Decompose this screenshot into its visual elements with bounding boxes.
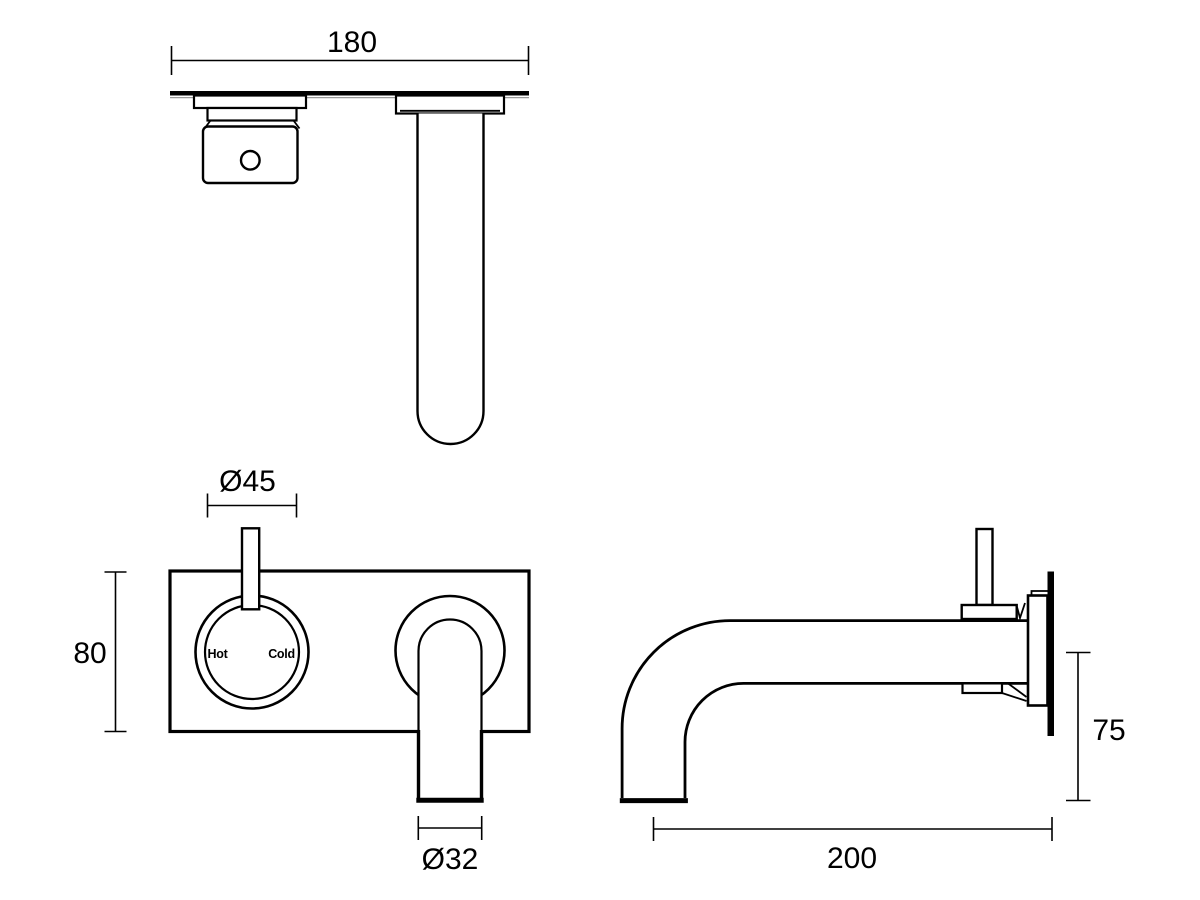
wall-flange-side: [1026, 594, 1049, 707]
dim-plate-width-label: 180: [327, 26, 377, 59]
cold-label: Cold: [268, 647, 295, 661]
dim-spout-diameter-label: Ø32: [422, 843, 479, 876]
handle-collar-top: [206, 106, 298, 122]
wall-plate-side: [1047, 571, 1054, 736]
dim-spout-projection-label: 200: [827, 842, 877, 875]
spout-tube-front: [417, 618, 483, 799]
dim-spout-drop-label: 75: [1092, 714, 1125, 747]
dimension-spout-projection: 200: [652, 817, 1053, 875]
handle-notch-right: [292, 119, 301, 130]
dimension-plate-height: 80: [73, 571, 127, 733]
spout-outer-profile: [620, 619, 1028, 798]
bracket-side: [961, 682, 1004, 695]
bracket-wedge-upper: [1007, 682, 1028, 698]
hot-label: Hot: [208, 647, 229, 661]
handle-lever-front: [240, 527, 261, 611]
spout-top-view: [394, 94, 506, 446]
handle-screw-hole: [239, 149, 261, 171]
hub-notch: [1016, 602, 1026, 622]
dimension-spout-drop: 75: [1066, 651, 1126, 802]
handle-hub-side: [960, 603, 1018, 621]
dim-handle-diameter-label: Ø45: [219, 465, 276, 498]
dimension-handle-diameter: Ø45: [206, 465, 298, 518]
wall-flange-lip: [1030, 590, 1048, 596]
top-view: 180: [170, 26, 530, 446]
handle-flange-top: [192, 94, 308, 110]
dim-plate-height-label: 80: [73, 637, 106, 670]
spout-tube-top: [416, 113, 485, 446]
handle-stem-side: [975, 527, 994, 607]
handle-top-view: [192, 94, 308, 185]
bracket-wedge-lower: [1001, 692, 1027, 702]
side-view: 75 200: [619, 527, 1126, 875]
spout-inner-profile: [683, 682, 1028, 798]
dimension-spout-diameter: Ø32: [417, 816, 483, 876]
front-view: Ø45 80 Hot Cold Ø32: [73, 465, 531, 876]
dimension-plate-width: 180: [170, 26, 530, 75]
